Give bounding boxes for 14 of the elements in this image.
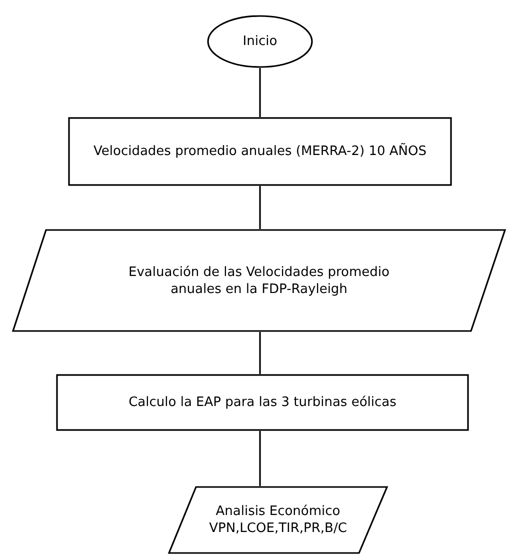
data-parallelogram — [12, 229, 506, 332]
connector-line — [259, 431, 261, 486]
connector-line — [259, 68, 261, 117]
process-box — [56, 374, 469, 431]
node-text: Calculo la EAP para las 3 turbinas eólicas — [128, 394, 396, 411]
connector-line — [259, 332, 261, 374]
data-parallelogram — [168, 486, 388, 554]
process-box — [68, 117, 452, 186]
node-text: Velocidades promedio anuales (MERRA-2) 10 AÑOS — [94, 143, 426, 160]
terminator-ellipse — [207, 15, 313, 68]
node-text: Analisis Económico VPN,LCOE,TIR,PR,B/C — [208, 503, 348, 537]
node-text: Evaluación de las Velocidades promedio anuales en la FDP-Rayleigh — [128, 264, 390, 298]
node-text: Inicio — [242, 33, 278, 50]
connector-line — [259, 186, 261, 229]
